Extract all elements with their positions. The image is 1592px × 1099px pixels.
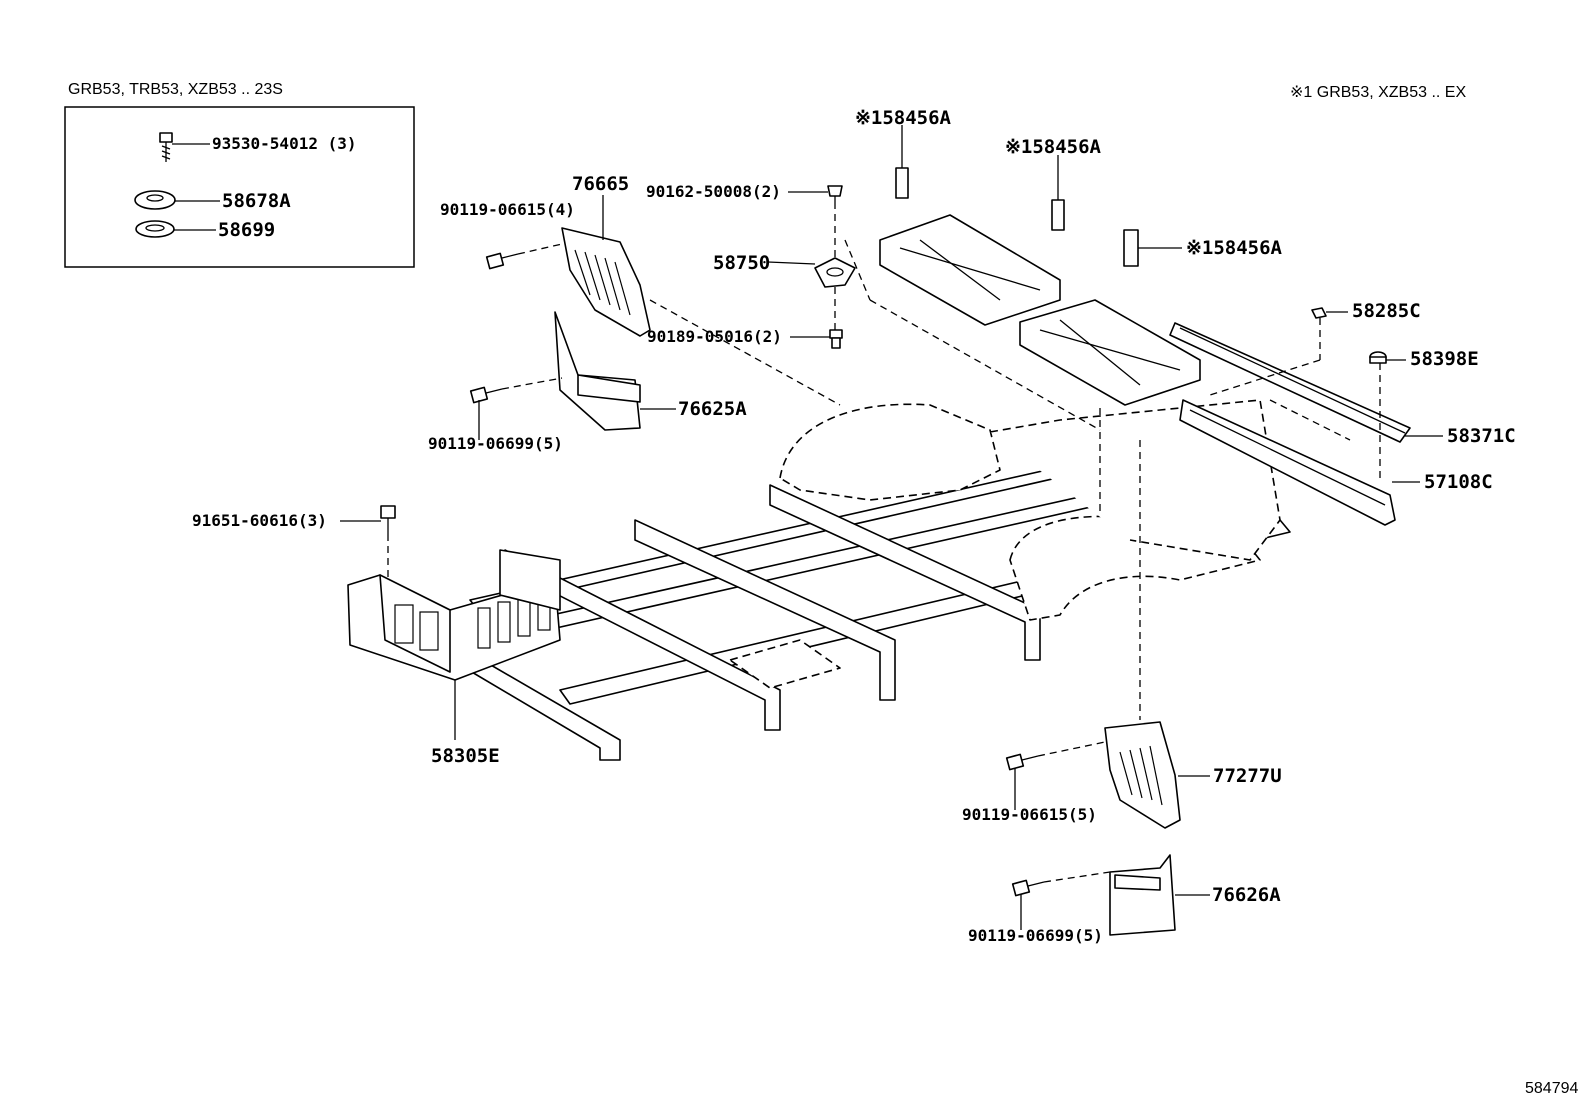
label-76626a: 76626A [1212,884,1281,906]
grommet-icon [135,220,175,238]
label-58371c: 58371C [1447,425,1516,447]
label-90189-05016: 90189-05016(2) [647,327,782,346]
label-90119-06699-5b: 90119-06699(5) [968,926,1103,945]
clip-90189-icon [829,329,843,349]
rail-57108c [1179,399,1396,526]
bolt-90119-06699-5a-icon [469,386,503,404]
rear-cross-member-58305e [347,549,561,681]
inset-label-93530: 93530-54012 (3) [212,134,357,153]
label-58456a-3: ※158456A [1186,237,1283,259]
label-58750: 58750 [713,252,770,274]
mudflap-76625a [554,311,641,431]
label-91651-60616: 91651-60616(3) [192,511,327,530]
mudguard-77277u [1104,721,1181,829]
screw-icon [159,132,173,162]
grommet-58750 [814,257,856,288]
inset-title: GRB53, TRB53, XZB53 .. 23S [68,81,283,98]
bolt-90119-06615-5-icon [1005,753,1039,771]
footnote: ※1 GRB53, XZB53 .. EX [1290,84,1466,101]
bolt-91651-60616-icon [380,505,396,534]
leader-lines [340,125,1443,930]
label-90119-06699-5a: 90119-06699(5) [428,434,563,453]
clip-90162-icon [827,185,843,202]
inset-label-58699: 58699 [218,219,275,241]
label-90119-06615-4: 90119-06615(4) [440,200,575,219]
tray-bracket-rear [1019,299,1201,406]
bolt-90119-06699-5b-icon [1011,879,1045,897]
label-58398e: 58398E [1410,348,1479,370]
label-58456a-1: ※158456A [855,107,952,129]
label-77277u: 77277U [1213,765,1282,787]
clip-58456a-3 [1123,229,1139,267]
figure-id: 584794 [1525,1080,1578,1097]
inset-label-58678a: 58678A [222,190,291,212]
label-58456a-2: ※158456A [1005,136,1102,158]
rear-floor-assembly [439,399,1291,761]
label-90162-50008: 90162-50008(2) [646,182,781,201]
label-76625a: 76625A [678,398,747,420]
tray-bracket-front [879,214,1061,326]
clip-58456a-2 [1051,199,1065,231]
inset-box [64,106,415,268]
label-76665: 76665 [572,173,629,195]
label-90119-06615-5: 90119-06615(5) [962,805,1097,824]
washer-icon [134,190,176,210]
mudflap-76626a [1109,854,1176,936]
label-58305e: 58305E [431,745,500,767]
plug-58285c-icon [1311,307,1327,319]
bolt-90119-06615-4-icon [485,252,519,270]
clip-58456a-1 [895,167,909,199]
label-57108c: 57108C [1424,471,1493,493]
assembly-guide-lines [387,202,1381,883]
label-58285c: 58285C [1352,300,1421,322]
mudguard-76665 [561,227,651,337]
rail-58371c [1169,322,1411,443]
plug-58398e-icon [1369,351,1387,364]
